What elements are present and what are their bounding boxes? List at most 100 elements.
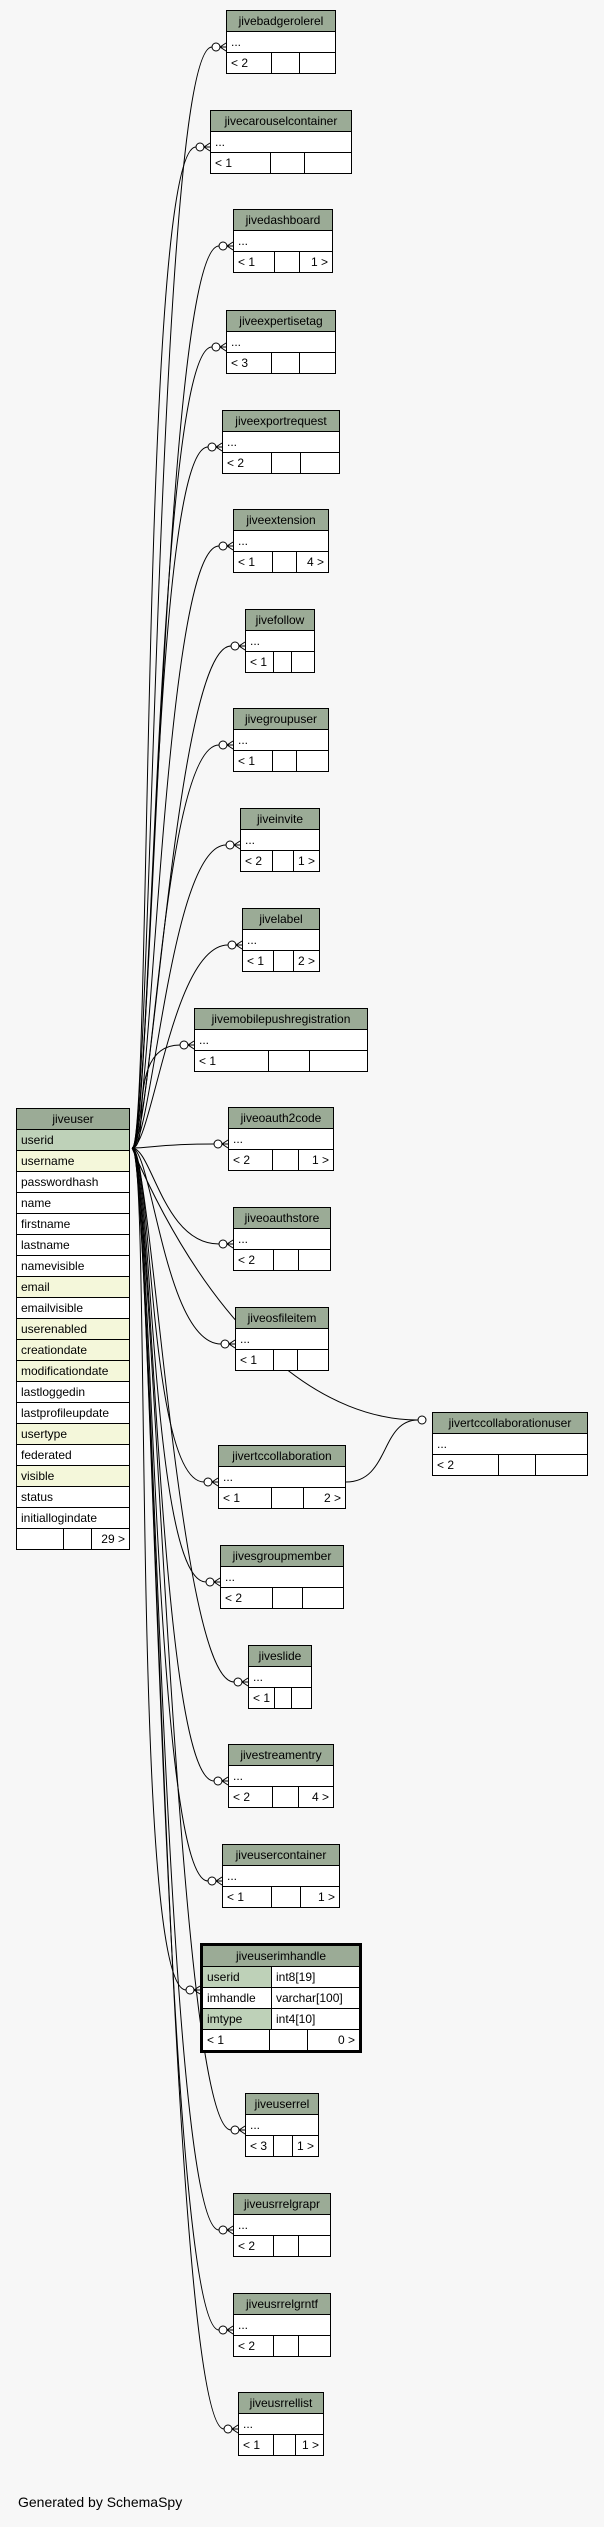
column-row: usertype xyxy=(17,1424,129,1445)
crows-foot xyxy=(211,1477,219,1487)
relationship-edge xyxy=(131,1147,220,2331)
table-row: ... xyxy=(221,1567,343,1588)
relationship-edge xyxy=(131,1147,419,1421)
table-row: ... xyxy=(227,332,335,353)
column-row: passwordhash xyxy=(17,1172,129,1193)
table-jiveosfileitem[interactable]: jiveosfileitem ... < 1 xyxy=(235,1307,329,1371)
table-jivertccollaborationuser[interactable]: jivertccollaborationuser ... < 2 xyxy=(432,1412,588,1476)
table-footer: < 1 xyxy=(195,1051,367,1071)
relationship-edge xyxy=(131,1147,187,1991)
table-jivebadgerolerel[interactable]: jivebadgerolerel ... < 2 xyxy=(226,10,336,74)
optional-circle xyxy=(225,840,235,850)
optional-circle xyxy=(179,1040,189,1050)
table-header: jivemobilepushregistration xyxy=(195,1009,367,1030)
crows-foot xyxy=(226,2325,234,2335)
table-jiveoauthstore[interactable]: jiveoauthstore ... < 2 xyxy=(233,1207,331,1271)
table-header: jiveinvite xyxy=(241,809,319,830)
table-jivemobilepushregistration[interactable]: jivemobilepushregistration ... < 1 xyxy=(194,1008,368,1072)
table-jivegroupuser[interactable]: jivegroupuser ... < 1 xyxy=(233,708,329,772)
optional-circle xyxy=(213,1139,223,1149)
optional-circle xyxy=(218,740,228,750)
optional-circle xyxy=(223,2424,233,2434)
table-footer: 29 > xyxy=(17,1529,129,1549)
relationship-edge xyxy=(131,1147,207,1583)
table-header: jiveuserimhandle xyxy=(203,1946,359,1967)
table-header: jiveextension xyxy=(234,510,328,531)
optional-circle xyxy=(417,1415,427,1425)
table-row: ... xyxy=(241,830,319,851)
table-jivefollow[interactable]: jivefollow ... < 1 xyxy=(245,609,315,673)
table-jiveexpertisetag[interactable]: jiveexpertisetag ... < 3 xyxy=(226,310,336,374)
relationship-edge xyxy=(131,545,220,1149)
relationship-edge xyxy=(131,1143,215,1149)
table-row: ... xyxy=(249,1667,311,1688)
table-header: jivedashboard xyxy=(234,210,332,231)
table-footer: < 2 xyxy=(223,453,339,473)
crows-foot xyxy=(187,1040,195,1050)
crows-foot xyxy=(226,1239,234,1249)
optional-circle xyxy=(211,42,221,52)
column-row: modificationdate xyxy=(17,1361,129,1382)
relationship-edge xyxy=(131,46,213,1149)
crows-foot xyxy=(231,2424,239,2434)
table-row: ... xyxy=(246,2115,318,2136)
table-jiveusrrelgrntf[interactable]: jiveusrrelgrntf ... < 2 xyxy=(233,2293,331,2357)
column-row: creationdate xyxy=(17,1340,129,1361)
optional-circle xyxy=(207,442,217,452)
table-footer: < 2 xyxy=(227,53,335,73)
table-row: ... xyxy=(239,2414,323,2435)
table-header: jiveusrrelgrapr xyxy=(234,2194,330,2215)
optional-circle xyxy=(205,1577,215,1587)
table-row: ... xyxy=(227,32,335,53)
crows-foot xyxy=(226,740,234,750)
crows-foot xyxy=(203,142,211,152)
relationship-edge xyxy=(131,1147,215,1782)
table-row: ... xyxy=(234,531,328,552)
relationship-edge xyxy=(131,146,197,1149)
table-row: ... xyxy=(195,1030,367,1051)
column-row: userenabled xyxy=(17,1319,129,1340)
crows-foot xyxy=(221,1776,229,1786)
crows-foot xyxy=(238,2125,246,2135)
table-jiveslide[interactable]: jiveslide ... < 1 xyxy=(248,1645,312,1709)
optional-circle xyxy=(218,2325,228,2335)
table-header: jiveusercontainer xyxy=(223,1845,339,1866)
column-row: namevisible xyxy=(17,1256,129,1277)
table-footer: < 1 xyxy=(246,652,314,672)
optional-circle xyxy=(218,541,228,551)
table-header: jivegroupuser xyxy=(234,709,328,730)
table-header: jivertccollaboration xyxy=(219,1446,345,1467)
column-row: federated xyxy=(17,1445,129,1466)
optional-circle xyxy=(218,1239,228,1249)
table-jiveexportrequest[interactable]: jiveexportrequest ... < 2 xyxy=(222,410,340,474)
relationship-edge xyxy=(131,1147,235,1683)
crows-foot xyxy=(228,1339,236,1349)
optional-circle xyxy=(220,1339,230,1349)
crows-foot xyxy=(233,840,241,850)
crows-foot xyxy=(221,1139,229,1149)
table-jiveusrrelgrapr[interactable]: jiveusrrelgrapr ... < 2 xyxy=(233,2193,331,2257)
column-row: email xyxy=(17,1277,129,1298)
table-footer: < 2 xyxy=(234,2236,330,2256)
table-jivesgroupmember[interactable]: jivesgroupmember ... < 2 xyxy=(220,1545,344,1609)
table-jivecarouselcontainer[interactable]: jivecarouselcontainer ... < 1 xyxy=(210,110,352,174)
column-row: emailvisible xyxy=(17,1298,129,1319)
table-header: jivestreamentry xyxy=(229,1745,333,1766)
table-footer: < 1 xyxy=(249,1688,311,1708)
table-header: jivebadgerolerel xyxy=(227,11,335,32)
